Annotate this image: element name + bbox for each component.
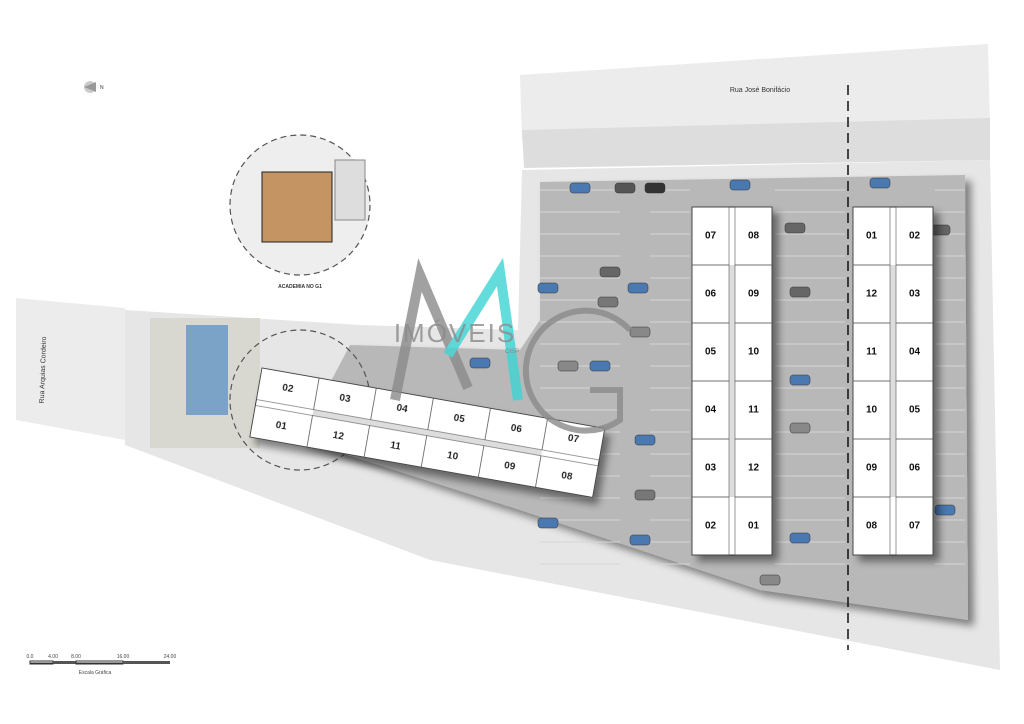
unit-number: 01 xyxy=(748,521,760,532)
unit-number: 07 xyxy=(909,521,921,532)
unit-number: 03 xyxy=(338,393,351,406)
building-block-a: 02 03 04 05 06 07 01 12 11 10 09 08 xyxy=(249,367,606,498)
parking-paving xyxy=(300,175,968,620)
watermark-logo xyxy=(390,257,633,434)
unit-number: 09 xyxy=(866,463,878,474)
parked-car xyxy=(557,360,579,372)
scale-tick: 0.0 xyxy=(27,654,34,660)
parked-car xyxy=(759,574,781,586)
scale-bar: 0.0 4.00 8.00 16.00 24.00 Escala Gráfica xyxy=(27,654,177,676)
corridor xyxy=(890,265,896,497)
building-block-b: 07 08 06 09 05 10 04 11 03 12 02 01 xyxy=(691,206,773,556)
parked-car xyxy=(629,326,651,338)
unit-number: 12 xyxy=(748,463,760,474)
unit-number: 01 xyxy=(866,231,878,242)
unit-number: 07 xyxy=(567,433,580,446)
unit-number: 10 xyxy=(866,405,878,416)
sidewalk-top xyxy=(522,118,990,168)
unit-number: 10 xyxy=(446,450,459,463)
scale-tick: 24.00 xyxy=(164,654,177,660)
parked-car xyxy=(614,182,636,194)
watermark-text: IMÓVEIS xyxy=(394,318,516,348)
street-label-left: Rua Arquias Cordeiro xyxy=(39,336,48,403)
apartment-unit xyxy=(852,496,891,556)
watermark-sub: CISP xyxy=(505,349,519,355)
parked-car xyxy=(789,422,811,434)
unit-number: 12 xyxy=(332,430,345,443)
unit-number: 06 xyxy=(909,463,921,474)
unit-number: 03 xyxy=(909,289,921,300)
unit-number: 10 xyxy=(748,347,760,358)
parked-car xyxy=(634,489,656,501)
corridor xyxy=(312,409,543,456)
parked-car xyxy=(869,177,891,189)
parked-car xyxy=(597,296,619,308)
apartment-unit xyxy=(734,496,773,556)
apartment-unit xyxy=(541,418,606,461)
unit-number: 06 xyxy=(705,289,717,300)
unit-number: 01 xyxy=(275,420,288,433)
parked-car xyxy=(589,360,611,372)
unit-number: 02 xyxy=(705,521,717,532)
apartment-unit xyxy=(535,455,599,498)
academia-floorplan xyxy=(261,171,333,243)
building-block-c: 01 02 12 03 11 04 10 05 09 06 08 07 xyxy=(852,206,934,556)
unit-number: 07 xyxy=(705,231,717,242)
unit-number: 06 xyxy=(510,423,523,436)
parked-car xyxy=(629,534,651,546)
apartment-unit xyxy=(691,496,730,556)
north-arrow-icon xyxy=(84,81,96,93)
scale-label: Escala Gráfica xyxy=(79,670,112,676)
unit-number: 05 xyxy=(705,347,717,358)
parked-car xyxy=(599,266,621,278)
unit-number: 04 xyxy=(396,403,409,416)
unit-number: 08 xyxy=(866,521,878,532)
unit-number: 12 xyxy=(866,289,878,300)
parking-stalls xyxy=(540,189,965,565)
unit-number: 04 xyxy=(909,347,921,358)
parked-car xyxy=(627,282,649,294)
unit-number: 11 xyxy=(748,405,759,416)
parked-car xyxy=(537,517,559,529)
parked-car xyxy=(789,374,811,386)
parked-car xyxy=(784,222,806,234)
street-label-top: Rua José Bonifácio xyxy=(730,87,790,94)
parked-car xyxy=(934,504,956,516)
unit-number: 11 xyxy=(866,347,877,358)
unit-number: 08 xyxy=(748,231,760,242)
parked-car xyxy=(537,282,559,294)
parked-car xyxy=(634,434,656,446)
scale-tick: 8.00 xyxy=(71,654,81,660)
street-left xyxy=(16,298,125,440)
unit-number: 03 xyxy=(705,463,717,474)
scale-tick: 16.00 xyxy=(117,654,130,660)
unit-number: 04 xyxy=(705,405,717,416)
unit-number: 09 xyxy=(748,289,760,300)
scale-tick: 4.00 xyxy=(48,654,58,660)
cars xyxy=(469,177,956,586)
unit-number: 11 xyxy=(389,440,402,453)
academia-label: ACADEMIA NO G1 xyxy=(278,284,322,290)
academia-building xyxy=(334,159,366,221)
unit-number: 08 xyxy=(560,470,573,483)
parked-car xyxy=(789,286,811,298)
unit-number: 05 xyxy=(909,405,921,416)
parked-car xyxy=(729,179,751,191)
pool xyxy=(186,325,228,415)
parked-car xyxy=(789,532,811,544)
unit-number: 02 xyxy=(909,231,921,242)
parked-car xyxy=(569,182,591,194)
unit-number: 05 xyxy=(453,413,466,426)
corridor xyxy=(729,265,735,497)
unit-number: 09 xyxy=(503,460,516,473)
parked-car xyxy=(644,182,666,194)
street-top xyxy=(520,44,990,140)
north-label: N xyxy=(100,85,104,91)
apartment-unit xyxy=(895,496,934,556)
unit-number: 02 xyxy=(281,383,294,396)
parked-car xyxy=(469,357,491,369)
